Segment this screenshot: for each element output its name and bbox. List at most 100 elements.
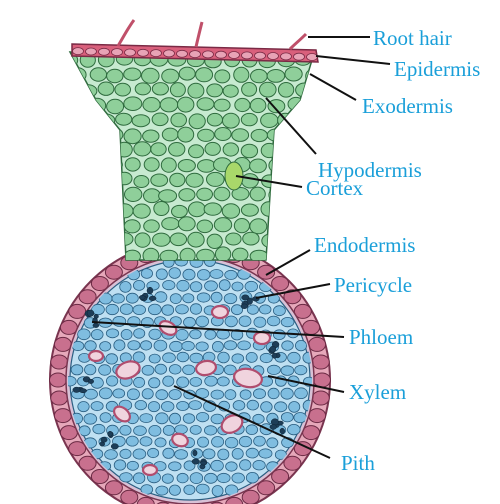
stele-cell	[169, 390, 181, 400]
phloem-cell	[193, 450, 197, 456]
stele-cell	[99, 388, 112, 399]
cortex-cell	[125, 158, 140, 171]
stele-cell	[141, 269, 152, 279]
cortex-cell	[250, 98, 266, 112]
cortex-cell	[250, 219, 267, 234]
cortex-cell	[186, 173, 203, 187]
stele-cell	[71, 365, 83, 375]
cortex-cell	[214, 187, 230, 200]
stele-cell	[175, 425, 188, 434]
stele-cell	[72, 341, 84, 350]
epidermis-cell	[216, 51, 227, 58]
stele-cell	[246, 425, 258, 435]
stele-cell	[282, 341, 294, 351]
phloem-cell	[139, 295, 145, 299]
cortex-cell	[232, 129, 249, 142]
cortex-cell	[179, 189, 195, 201]
cortex-cell	[250, 187, 265, 201]
stele-cell	[156, 390, 168, 400]
stele-cell	[225, 437, 238, 448]
stele-cell	[254, 436, 266, 446]
stele-cell	[127, 389, 139, 400]
stele-cell	[149, 354, 160, 363]
stele-cell	[106, 354, 118, 364]
stele-cell	[85, 341, 97, 351]
stele-cell	[295, 365, 307, 374]
cortex-cell	[172, 205, 188, 217]
cortex-cell	[117, 142, 133, 157]
stele-cell	[219, 280, 230, 291]
phloem-cell	[87, 310, 94, 317]
cortex-cell	[278, 83, 293, 98]
endodermis-cell	[312, 391, 329, 405]
cortex-cell	[62, 113, 78, 127]
cortex-cell	[106, 188, 123, 202]
root-hair-strand-1	[118, 20, 134, 46]
stele-cell	[133, 352, 145, 363]
stele-cell	[281, 413, 293, 422]
cortex-cell	[125, 187, 142, 201]
cortex-cell	[124, 97, 142, 111]
stele-cell	[177, 401, 189, 410]
cortex-cell	[70, 248, 87, 262]
phloem-cell	[271, 419, 278, 425]
cortex-cell	[267, 70, 285, 83]
cortex-cell	[197, 220, 213, 233]
stele-cell	[142, 365, 154, 375]
stele-cell	[203, 449, 215, 459]
cortex-cell	[162, 218, 179, 230]
stele-cell	[163, 376, 174, 386]
label-phloem: Phloem	[349, 327, 413, 348]
cortex-cell	[60, 232, 77, 246]
cortex-cell	[205, 142, 220, 155]
endodermis-cell	[312, 355, 329, 369]
stele-cell	[205, 473, 218, 483]
phloem-cell	[79, 389, 86, 393]
cortex-cell	[98, 233, 115, 246]
epidermis-cell	[242, 52, 253, 59]
cortex-cell	[152, 83, 168, 95]
stele-cell	[190, 282, 202, 292]
stele-cell	[232, 473, 245, 483]
stele-cell	[133, 449, 146, 459]
stele-cell	[120, 449, 131, 458]
cortex-cell	[171, 113, 187, 127]
stele-cell	[114, 460, 126, 470]
stele-cell	[100, 342, 111, 352]
cortex-cell	[242, 174, 259, 188]
xylem-vessel	[254, 332, 270, 344]
cortex-cell	[160, 98, 178, 112]
cortex-cell	[235, 98, 250, 111]
cortex-cell	[170, 233, 186, 246]
stele-cell	[240, 390, 251, 400]
cortex-cell	[277, 143, 294, 156]
stele-cell	[226, 462, 238, 471]
cortex-cell	[269, 188, 284, 202]
stele-cell	[135, 400, 147, 409]
leader-epidermis	[316, 56, 390, 64]
stele-cell	[253, 389, 265, 399]
label-pericycle: Pericycle	[334, 275, 412, 296]
stele-cell	[225, 316, 237, 327]
stele-cell	[197, 293, 210, 302]
stele-cell	[224, 341, 237, 350]
cortex-cell	[178, 127, 194, 142]
stele-cell	[127, 461, 138, 470]
stele-cell	[246, 472, 258, 483]
stele-cell	[233, 401, 245, 411]
stele-cell	[113, 316, 126, 326]
cortex-cell	[204, 203, 221, 215]
stele-cell	[295, 388, 308, 399]
cortex-cell	[81, 143, 98, 158]
stele-cell	[246, 448, 258, 458]
cortex-cell	[285, 67, 302, 81]
stele-cell	[91, 402, 103, 411]
stele-cell	[169, 413, 180, 424]
stele-cell	[141, 341, 152, 350]
cortex-cell	[162, 128, 178, 141]
label-pith: Pith	[341, 453, 375, 474]
epidermis-cell	[203, 51, 214, 58]
cortex-cell	[234, 219, 249, 233]
leader-endodermis	[266, 250, 310, 275]
